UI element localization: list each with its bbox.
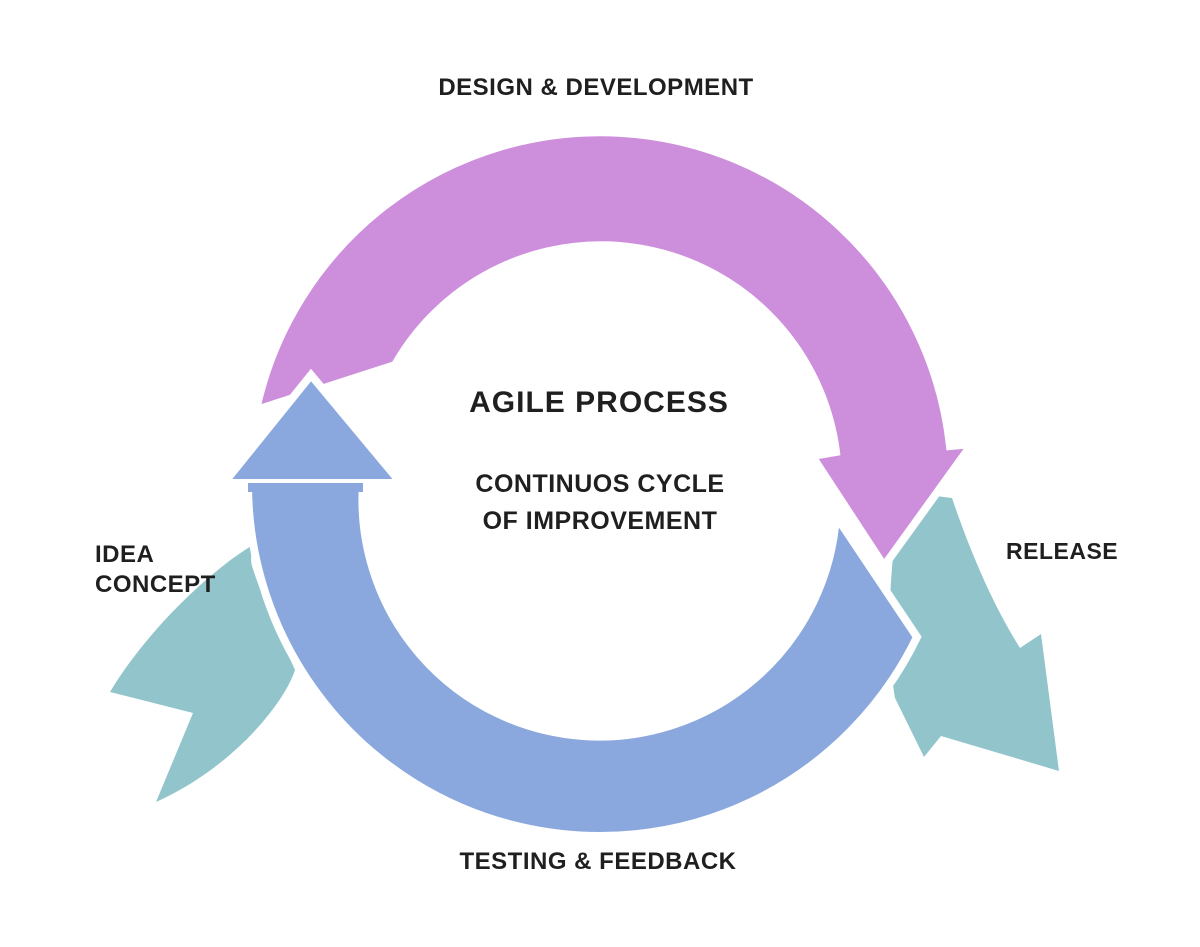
- subtitle-line-2: OF IMPROVEMENT: [482, 507, 718, 535]
- testing-feedback-arrowhead: [215, 368, 410, 487]
- subtitle-line-1: CONTINUOS CYCLE: [475, 470, 725, 498]
- diagram-center-subtitle: CONTINUOS CYCLE OF IMPROVEMENT: [475, 466, 724, 540]
- label-idea-concept: IDEA CONCEPT: [95, 540, 216, 600]
- label-release: RELEASE: [1006, 538, 1119, 564]
- label-design-development: DESIGN & DEVELOPMENT: [438, 74, 754, 101]
- testing-feedback-arrowhead-seam: [248, 483, 363, 492]
- release-arrow: [889, 492, 1059, 771]
- idea-concept-arrow: [110, 540, 295, 802]
- diagram-center-title: AGILE PROCESS: [469, 386, 729, 419]
- concept-line: CONCEPT: [95, 571, 216, 598]
- idea-line: IDEA: [95, 541, 155, 568]
- design-development-arc: [250, 128, 981, 574]
- label-testing-feedback: TESTING & FEEDBACK: [459, 848, 737, 875]
